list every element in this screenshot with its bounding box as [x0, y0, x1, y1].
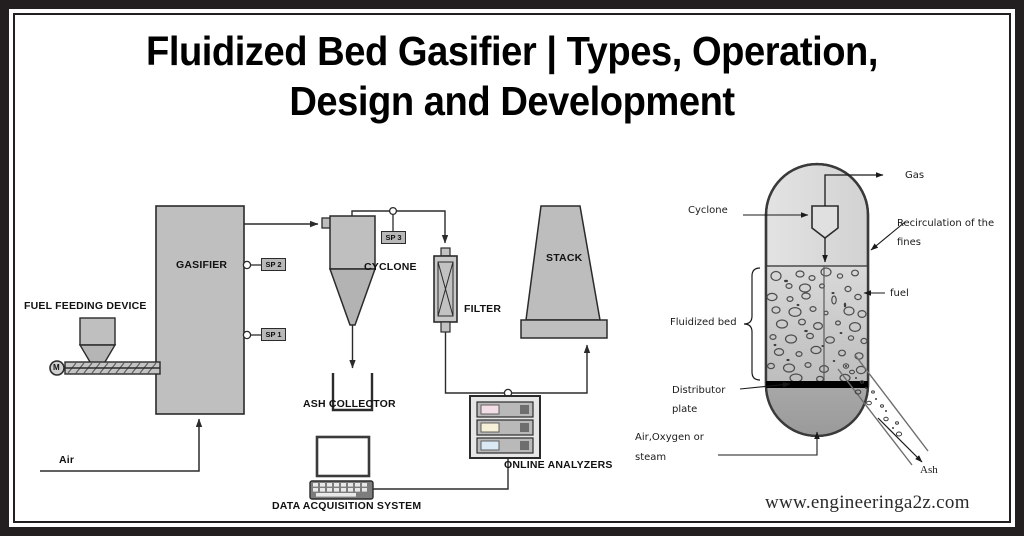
gas-outlet-riser [824, 172, 884, 206]
fuel-hopper-body [79, 317, 116, 346]
fluidized-bed-particles [773, 279, 847, 362]
page-title: Fluidized Bed Gasifier | Types, Operatio… [73, 26, 951, 126]
distributor-plate [766, 381, 868, 388]
label-data-acquisition-system: DATA ACQUISITION SYSTEM [272, 500, 422, 512]
page-title-line-2: Design and Development [289, 78, 735, 124]
daq-monitor [315, 435, 371, 478]
label-ash-collector: ASH COLLECTOR [303, 398, 396, 410]
analyzer-units [476, 401, 534, 454]
right-reactor-diagram [718, 162, 929, 466]
inner-border [13, 13, 1011, 523]
label-distributor-plate-line-2: plate [672, 404, 698, 415]
label-online-analyzers: ONLINE ANALYZERS [504, 459, 613, 471]
sample-port-1-tag[interactable]: SP 1 [261, 328, 286, 341]
sample-port-2-label: SP 2 [265, 260, 282, 269]
motor-symbol [49, 360, 65, 376]
label-fluidized-bed: Fluidized bed [670, 317, 737, 328]
label-cyclone: CYCLONE [364, 261, 417, 273]
ash-duct-upper-wall [854, 354, 929, 452]
ash-flow-arrow [877, 417, 923, 463]
label-stack: STACK [546, 252, 583, 264]
recirculation-leader [870, 221, 906, 251]
daq-to-analyzer-link [373, 458, 509, 490]
ash-duct-particles [849, 369, 903, 437]
ash-collector-bin [331, 373, 374, 412]
reactor-bed-region [766, 266, 868, 385]
sample-port-3-label: SP 3 [385, 233, 402, 242]
label-gasifier: GASIFIER [176, 259, 228, 271]
site-watermark: www.engineeringa2z.com [765, 492, 970, 513]
page-title-line-1: Fluidized Bed Gasifier | Types, Operatio… [146, 28, 878, 74]
sample-port-1-label: SP 1 [265, 330, 282, 339]
sp3-tap-node [388, 206, 398, 216]
label-recirculation-line-2: fines [897, 237, 921, 248]
sample-port-2-tag[interactable]: SP 2 [261, 258, 286, 271]
stack-base [520, 319, 608, 339]
label-air-inlet: Air [59, 454, 75, 466]
cyclone-to-filter-pipe [351, 210, 449, 244]
air-inlet-line [40, 418, 203, 472]
filter-bottom-nozzle [440, 321, 451, 333]
label-motor-symbol: M [53, 363, 60, 372]
sample-port-3-tag[interactable]: SP 3 [381, 231, 406, 244]
label-fuel-inlet: fuel [890, 288, 909, 299]
sp1-node [242, 330, 252, 340]
label-gas-outlet: Gas [905, 170, 925, 181]
ash-duct-fines [845, 365, 894, 429]
label-recirculation-line-1: Recirculation of the [897, 218, 995, 229]
label-air-oxygen-steam-line-1: Air,Oxygen or [635, 432, 704, 443]
label-internal-cyclone: Cyclone [688, 205, 728, 216]
internal-cyclone-body [811, 205, 839, 240]
filter-to-stack-pipe [444, 332, 591, 394]
label-air-oxygen-steam-line-2: steam [635, 452, 667, 463]
fluidized-bed-brace [743, 267, 761, 381]
ash-duct-lower-wall [837, 368, 913, 466]
filter-top-nozzle [440, 247, 451, 257]
left-process-diagram [40, 205, 608, 500]
label-filter: FILTER [464, 303, 502, 315]
filter-element-cross-2 [437, 261, 454, 317]
cyclone-cone [328, 268, 377, 326]
gasifier-vessel [155, 205, 245, 415]
distributor-plate-leader [739, 381, 791, 390]
cyclone-barrel [329, 215, 376, 270]
label-distributor-plate-line-1: Distributor [672, 385, 726, 396]
label-fuel-feeding-device: FUEL FEEDING DEVICE [24, 300, 147, 312]
sp2-node [242, 260, 252, 270]
daq-keyboard-keys [313, 483, 367, 497]
label-ash-outlet: Ash [920, 464, 938, 476]
reactor-plenum [766, 385, 868, 436]
air-oxygen-steam-leader [718, 431, 820, 456]
